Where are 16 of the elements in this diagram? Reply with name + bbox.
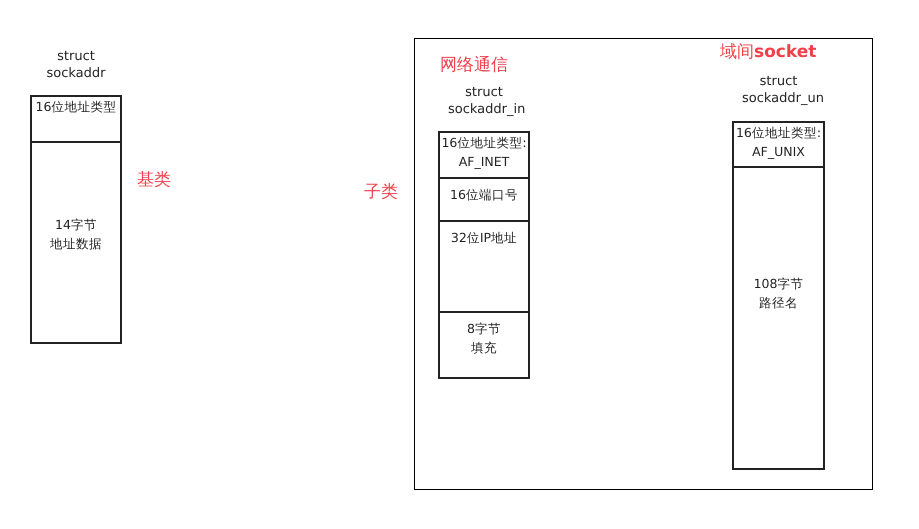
field-cell: 16位端口号 [438, 177, 530, 222]
field-cell: 16位地址类型: AF_INET [438, 131, 530, 179]
field-cell: 16位地址类型 [30, 95, 122, 143]
field-cell: 16位地址类型: AF_UNIX [732, 121, 825, 168]
field-cell: 8字节填充 [438, 311, 530, 379]
category-label: 基类 [137, 169, 171, 191]
category-label: 子类 [364, 181, 398, 203]
category-label: 网络通信 [440, 54, 508, 76]
struct-name: struct sockaddr_in [447, 84, 526, 118]
field-cell: 14字节地址数据 [30, 141, 122, 344]
frame-box [414, 38, 873, 490]
field-cell: 32位IP地址 [438, 220, 530, 313]
struct-name: struct sockaddr [46, 48, 106, 82]
field-cell: 108字节路径名 [732, 166, 825, 470]
category-label: 域间socket [720, 41, 816, 63]
struct-name: struct sockaddr_un [741, 73, 825, 107]
